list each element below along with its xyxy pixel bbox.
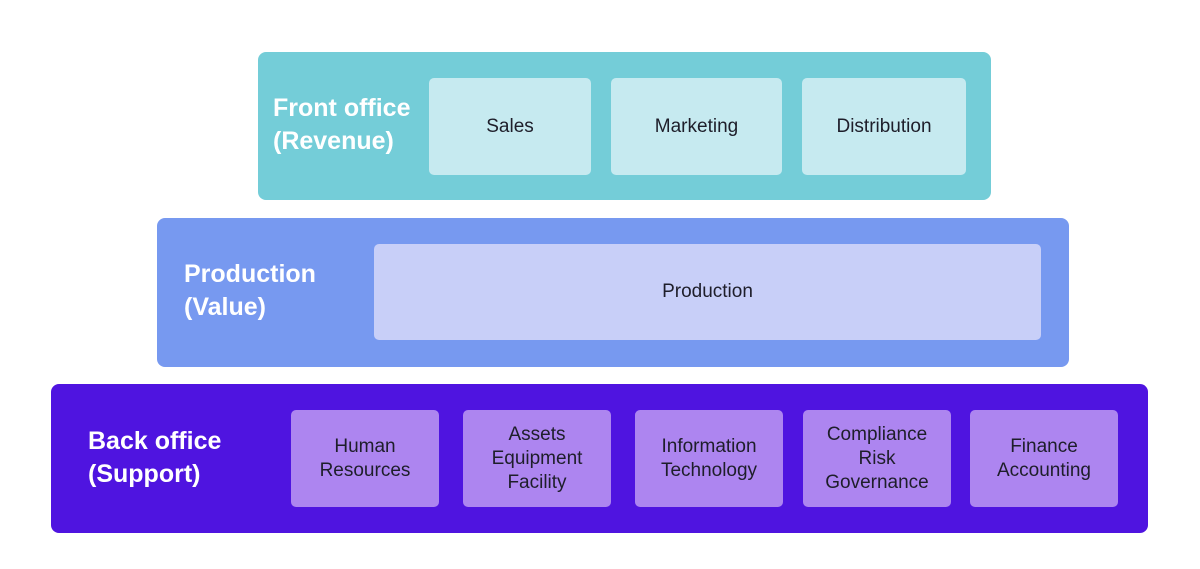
finance-accounting-box: Finance Accounting: [970, 410, 1118, 507]
information-technology-box: Information Technology: [635, 410, 783, 507]
compliance-risk-governance-box: Compliance Risk Governance: [803, 410, 951, 507]
production-title: Production (Value): [184, 260, 316, 321]
assets-equipment-facility-box: Assets Equipment Facility: [463, 410, 611, 507]
back-office-tier: Back office (Support) Human Resources As…: [51, 384, 1148, 533]
front-office-tier: Front office (Revenue) Sales Marketing D…: [258, 52, 991, 200]
human-resources-box: Human Resources: [291, 410, 439, 507]
sales-box: Sales: [429, 78, 591, 175]
production-box: Production: [374, 244, 1041, 340]
back-office-title: Back office (Support): [88, 427, 222, 488]
production-tier: Production (Value) Production: [157, 218, 1069, 367]
front-office-title: Front office (Revenue): [273, 94, 411, 155]
marketing-box: Marketing: [611, 78, 782, 175]
distribution-box: Distribution: [802, 78, 966, 175]
